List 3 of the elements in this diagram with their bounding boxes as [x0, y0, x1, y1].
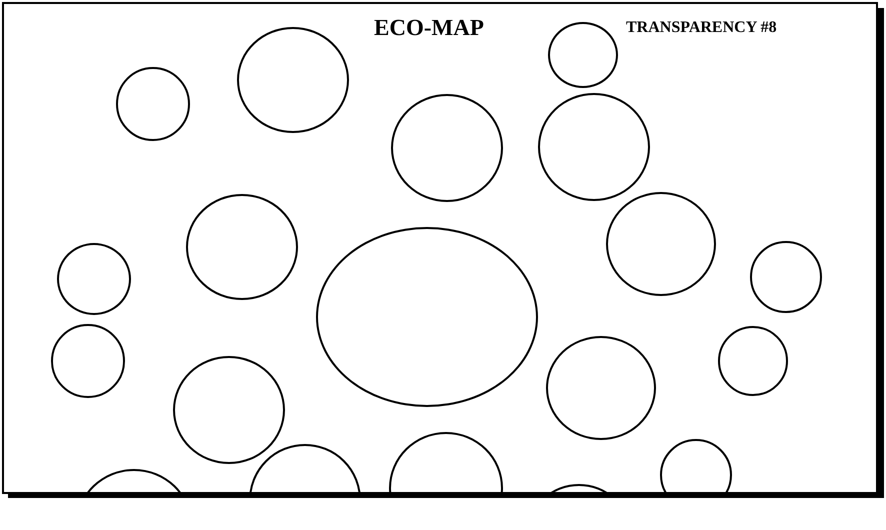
circle-node — [660, 439, 732, 492]
transparency-label: TRANSPARENCY #8 — [626, 19, 777, 37]
title: ECO-MAP — [374, 15, 484, 41]
